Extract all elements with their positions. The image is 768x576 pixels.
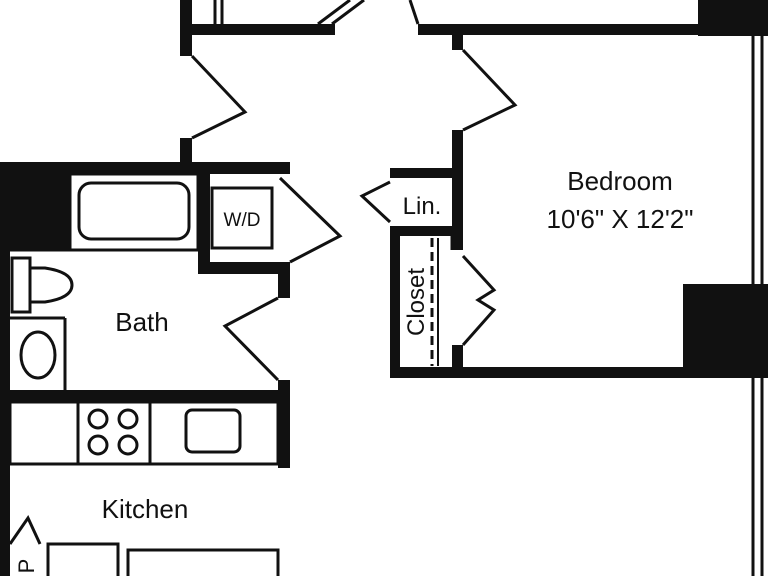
burner-1: [87, 408, 109, 430]
kitchen-counter: [8, 400, 280, 466]
bathtub-outer: [68, 172, 200, 252]
wall-top-left-ledge: [180, 24, 335, 35]
door-corridor-upper: [190, 54, 248, 140]
fixtures: [10, 172, 274, 456]
wall-corridor-left-lower: [180, 138, 192, 174]
bedroom-dimensions: 10'6" X 12'2": [547, 204, 694, 234]
diagonal-top-1: [317, 0, 351, 26]
bedroom-label: Bedroom: [567, 166, 673, 196]
wall-wd-bottom: [198, 262, 290, 274]
wall-left-lower: [0, 250, 10, 576]
door-swings: [8, 48, 518, 545]
wall-bath-top: [70, 162, 200, 174]
closet-label: Closet: [403, 268, 430, 336]
wd-label: W/D: [224, 210, 261, 231]
door-linen: [359, 180, 392, 224]
wall-wd-left: [198, 162, 210, 274]
wall-top-right-ledge: [418, 24, 698, 35]
bath-label: Bath: [115, 307, 169, 337]
door-wd: [278, 176, 343, 264]
wall-bedroom-left-upper: [452, 35, 463, 50]
diagonal-top-3: [408, 0, 420, 25]
wd-box: [210, 186, 274, 250]
outlines: [8, 0, 764, 576]
toilet-bowl: [30, 266, 74, 304]
wall-linen-bottom: [390, 226, 463, 236]
wall-linen-top: [390, 168, 463, 178]
door-pantry: [8, 514, 42, 545]
wall-closet-left: [390, 226, 400, 378]
linen-label: Lin.: [403, 193, 442, 220]
burner-3: [87, 434, 109, 456]
pantry-label: P: [14, 559, 39, 574]
bathtub-inner: [77, 181, 191, 241]
diagonal-top-2: [331, 0, 365, 26]
wall-left-exterior: [0, 162, 70, 250]
wall-wd-right-stub: [278, 262, 290, 298]
door-bedroom: [461, 48, 518, 132]
wall-closet-right-lower: [452, 345, 463, 375]
bath-sink: [19, 330, 57, 380]
kitchen-label: Kitchen: [102, 494, 189, 524]
door-bath: [222, 296, 280, 382]
door-closet-bifold: [461, 254, 497, 346]
wall-bedroom-bottom: [390, 367, 768, 378]
burner-2: [117, 408, 139, 430]
kitchen-bottom-fixture-1: [46, 542, 120, 576]
wall-bedroom-column: [683, 284, 768, 368]
burner-4: [117, 434, 139, 456]
wall-top-right-block: [698, 0, 768, 36]
toilet-tank: [10, 256, 32, 314]
wall-wd-top: [198, 162, 290, 174]
kitchen-sink: [184, 408, 242, 454]
kitchen-bottom-fixture-2: [126, 548, 280, 576]
wall-bath-bottom: [10, 390, 290, 402]
wall-bedroom-left-mid: [452, 130, 463, 250]
